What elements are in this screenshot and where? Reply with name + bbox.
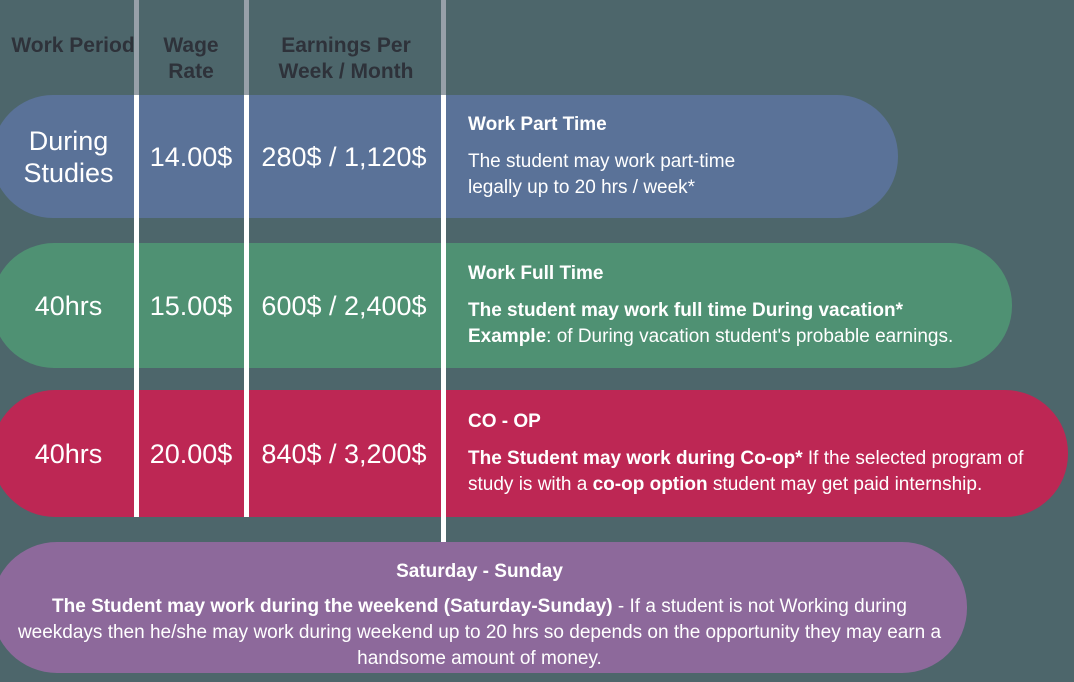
description-segment: : of During vacation student's probable … bbox=[546, 325, 954, 347]
description-segment: - If a student is not Working during wee… bbox=[17, 595, 942, 669]
row-description-title: Work Part Time bbox=[468, 113, 607, 135]
row-description-line: The student may work full time During va… bbox=[468, 298, 998, 324]
column-header-wage-rate: Wage Rate bbox=[163, 34, 219, 83]
row-description-line: legally up to 20 hrs / week* bbox=[468, 175, 884, 201]
earnings-value: 840$ / 3,200$ bbox=[261, 438, 427, 469]
description-segment: co-op option bbox=[592, 473, 708, 495]
row-full-time: 40hrs 15.00$ 600$ / 2,400$ Work Full Tim… bbox=[0, 243, 1012, 368]
description-segment: The student may work part-time bbox=[468, 150, 736, 172]
work-period-value: 40hrs bbox=[34, 290, 103, 321]
description-segment: The student may work full time During va… bbox=[468, 299, 903, 321]
earnings-value: 280$ / 1,120$ bbox=[261, 141, 427, 172]
description-segment: The Student may work during Co-op* bbox=[468, 447, 803, 469]
earnings-value: 600$ / 2,400$ bbox=[261, 290, 427, 321]
row-description-title: Work Full Time bbox=[468, 262, 604, 284]
column-header-work-period: Work Period bbox=[11, 34, 135, 57]
work-period-value: 40hrs bbox=[34, 438, 103, 469]
work-period-value: During Studies bbox=[23, 125, 114, 188]
row-description: CO - OP The Student may work during Co-o… bbox=[468, 390, 1054, 517]
wage-rate-value: 14.00$ bbox=[149, 141, 233, 172]
row-description: Work Full Time The student may work full… bbox=[468, 243, 998, 368]
weekend-body: The Student may work during the weekend … bbox=[15, 594, 945, 672]
row-description-line: The student may work part-time bbox=[468, 149, 884, 175]
weekend-description: Saturday - Sunday The Student may work d… bbox=[0, 542, 967, 673]
description-segment: If the selected program of bbox=[802, 447, 1024, 469]
column-divider-1 bbox=[134, 0, 139, 517]
wage-rate-value: 20.00$ bbox=[149, 438, 233, 469]
description-segment: legally up to 20 hrs / week* bbox=[468, 176, 696, 198]
description-segment: study is with a bbox=[468, 473, 593, 495]
row-weekend: Saturday - Sunday The Student may work d… bbox=[0, 542, 967, 673]
column-divider-3 bbox=[441, 0, 446, 542]
row-during-studies: During Studies 14.00$ 280$ / 1,120$ Work… bbox=[0, 95, 898, 218]
description-segment: Example bbox=[468, 325, 547, 347]
row-description-title: CO - OP bbox=[468, 410, 541, 432]
weekend-title: Saturday - Sunday bbox=[396, 560, 563, 582]
row-co-op: 40hrs 20.00$ 840$ / 3,200$ CO - OP The S… bbox=[0, 390, 1068, 517]
row-description-line: Example: of During vacation student's pr… bbox=[468, 324, 998, 350]
row-description-line: study is with a co-op option student may… bbox=[468, 472, 1054, 498]
column-header-earnings: Earnings Per Week / Month bbox=[278, 34, 414, 83]
row-description: Work Part Time The student may work part… bbox=[468, 95, 884, 218]
description-segment: The Student may work during the weekend … bbox=[52, 595, 613, 617]
column-divider-2 bbox=[244, 0, 249, 517]
wage-rate-value: 15.00$ bbox=[149, 290, 233, 321]
row-description-line: The Student may work during Co-op* If th… bbox=[468, 446, 1054, 472]
description-segment: student may get paid internship. bbox=[707, 473, 983, 495]
